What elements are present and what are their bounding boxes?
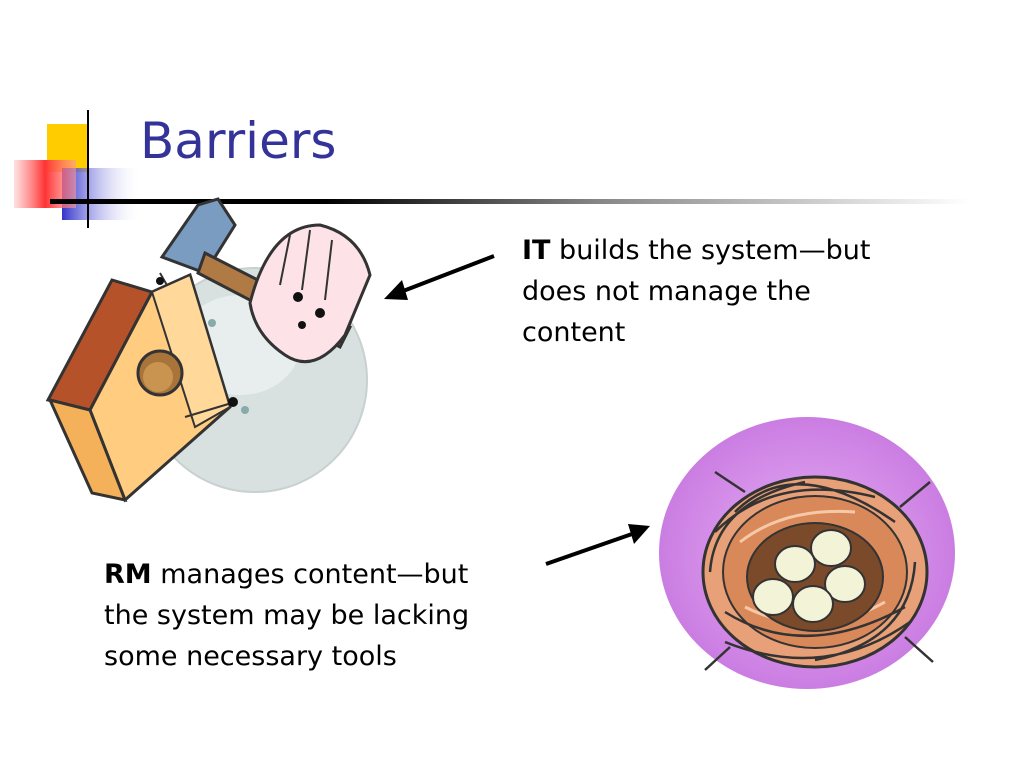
birdhouse-hammer-icon [45,197,372,503]
bullet-emphasis: RM [104,559,152,590]
bullet-line: does not manage the [522,276,811,307]
bullet-line: the system may be lacking [104,600,470,631]
bullet-rm: RM manages content—but the system may be… [104,554,469,677]
nest-eggs-icon [659,417,955,689]
bullet-emphasis: IT [522,235,551,266]
bullet-line: manages content—but [151,559,469,590]
bullet-line: content [522,317,626,348]
arrow-left-icon [384,254,495,300]
bullet-it: IT builds the system—but does not manage… [522,230,870,353]
slide-title: Barriers [140,112,337,170]
arrow-right-icon [545,524,650,566]
title-underline [50,199,970,204]
bullet-line: some necessary tools [104,641,397,672]
bullet-line: builds the system—but [550,235,871,266]
